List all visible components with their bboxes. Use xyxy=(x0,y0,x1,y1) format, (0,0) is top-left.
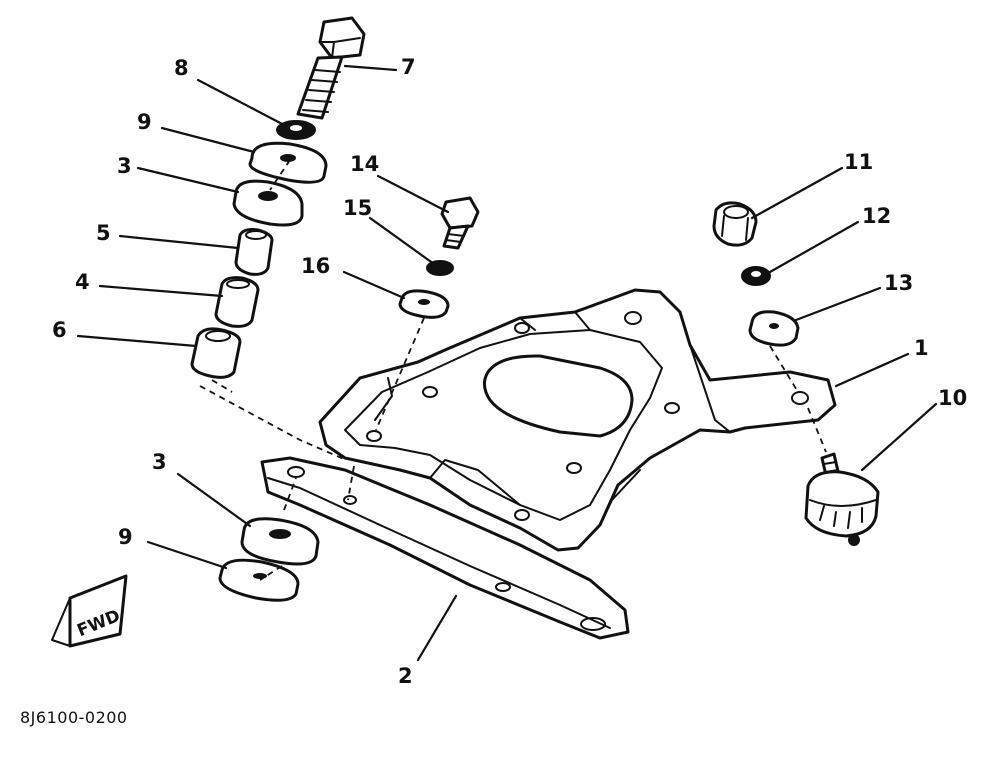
callout-7: 7 xyxy=(401,55,416,79)
collar-part-4 xyxy=(214,276,260,328)
forward-indicator: FWD xyxy=(51,574,128,648)
callout-5: 5 xyxy=(96,221,111,245)
collar-part-6 xyxy=(190,327,242,379)
callout-12: 12 xyxy=(862,204,892,228)
callout-8: 8 xyxy=(174,56,189,80)
callout-3-top: 3 xyxy=(117,154,132,178)
callout-3-bottom: 3 xyxy=(152,450,167,474)
callout-9-bottom: 9 xyxy=(118,525,133,549)
callout-14: 14 xyxy=(350,152,380,176)
callout-10: 10 xyxy=(938,386,968,410)
callout-13: 13 xyxy=(884,271,914,295)
collar-part-5 xyxy=(234,228,274,276)
washer-part-16 xyxy=(398,289,450,319)
drawing-code: 8J6100-0200 xyxy=(20,708,128,727)
callout-4: 4 xyxy=(75,270,90,294)
washer-part-13 xyxy=(748,310,800,347)
washer-part-9-bottom xyxy=(218,558,300,602)
callout-1: 1 xyxy=(914,336,929,360)
bracket-part-1 xyxy=(318,288,837,552)
callout-11: 11 xyxy=(844,150,874,174)
engine-mount-part-10 xyxy=(804,452,880,546)
callout-15: 15 xyxy=(343,196,373,220)
strap-part-2 xyxy=(260,456,630,640)
bolt-part-7 xyxy=(296,16,366,120)
callout-16: 16 xyxy=(301,254,331,278)
lock-washer-part-12 xyxy=(741,266,771,286)
rubber-damper-part-3-bottom xyxy=(240,517,320,566)
callout-2: 2 xyxy=(398,664,413,688)
rubber-damper-part-3-top xyxy=(232,179,304,227)
callout-9-top: 9 xyxy=(137,110,152,134)
callout-6: 6 xyxy=(52,318,67,342)
nut-part-11 xyxy=(712,201,758,247)
bolt-part-14 xyxy=(440,196,480,250)
